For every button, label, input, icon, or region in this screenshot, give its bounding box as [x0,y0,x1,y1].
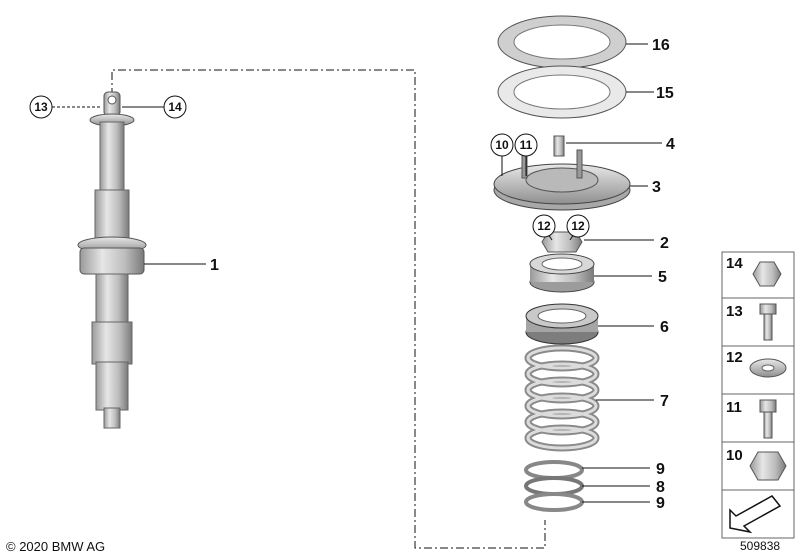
legend-label-13: 13 [726,303,743,320]
callout-9-bottom: 9 [656,495,665,512]
hex-nut-icon [749,451,787,481]
hex-bolt-icon [759,303,777,341]
assembly-line [111,69,546,549]
legend-panel [721,251,795,539]
mount-plate-3 [493,149,631,211]
callout-1: 1 [210,257,219,274]
legend-label-12: 12 [726,349,743,366]
direction-arrow-icon [729,495,782,534]
strut-assembly [77,91,147,429]
callout-15: 15 [656,85,674,102]
socket-bolt-icon [759,399,777,439]
callout-6: 6 [660,319,669,336]
circled-14: 14 [168,100,182,114]
washer-icon [749,358,787,378]
callout-2: 2 [660,235,669,252]
bolt-4 [553,135,565,157]
spring-seat-6 [525,303,599,345]
bearing-5 [529,253,595,293]
leader-lines [52,43,662,503]
shim-9-top [524,460,584,480]
copyright-text: © 2020 BMW AG [6,539,106,554]
circled-callouts [29,95,590,238]
circled-11: 11 [520,138,533,152]
callout-3: 3 [652,179,661,196]
callout-4: 4 [666,136,675,153]
callout-9-top: 9 [656,461,665,478]
circled-12-right: 12 [571,219,585,233]
legend-label-14: 14 [726,255,743,272]
circled-10: 10 [495,138,509,152]
flange-nut-icon [752,261,782,287]
callout-16: 16 [652,37,670,54]
callout-7: 7 [660,393,669,410]
legend-label-10: 10 [726,447,743,464]
circled-13: 13 [34,100,48,114]
diagram-ref-number: 509838 [740,539,781,553]
circled-12-left: 12 [537,219,551,233]
callout-5: 5 [658,269,667,286]
callout-8: 8 [656,479,665,496]
shim-8 [524,476,584,496]
shim-9-bottom [524,492,584,512]
legend-label-11: 11 [726,399,742,416]
